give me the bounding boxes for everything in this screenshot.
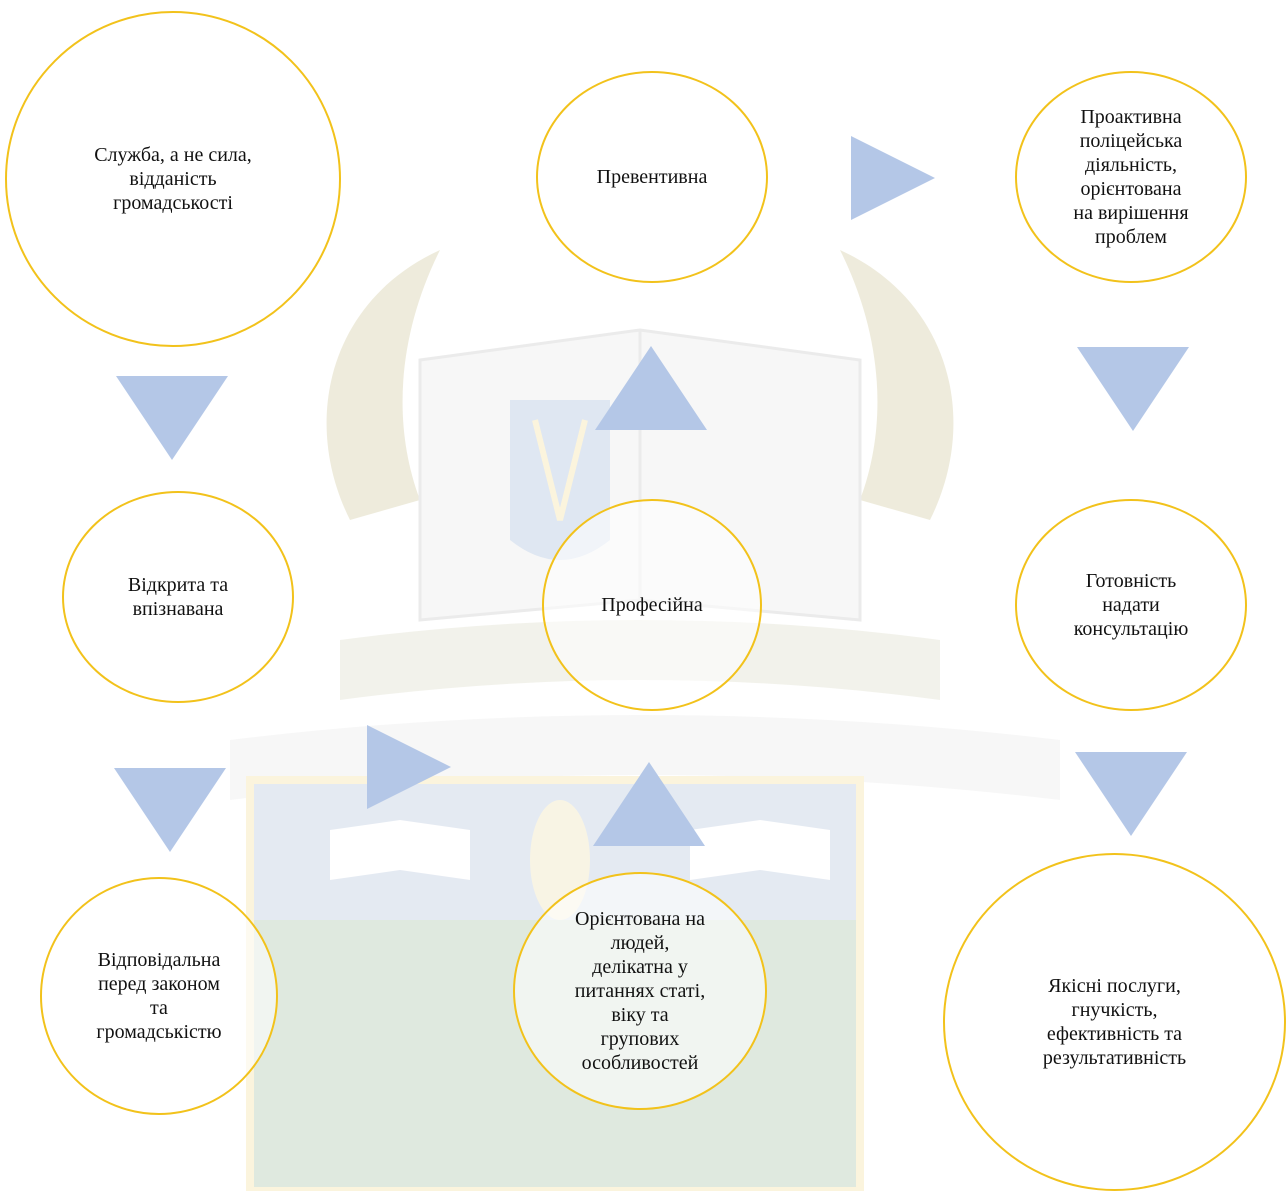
node-quality-label: Якісні послуги, гнучкість, ефективність …: [1042, 975, 1187, 1069]
node-proactive-label: Проактивна поліцейська діяльність, орієн…: [1073, 106, 1189, 248]
wreath-right-icon: [840, 250, 954, 520]
node-professional-label: Професійна: [601, 594, 703, 616]
node-readiness: Готовність надати консультацію: [1015, 499, 1247, 711]
arrow-professional-to-preventive-icon: [595, 346, 707, 430]
node-open-label: Відкрита та впізнавана: [127, 574, 229, 620]
node-accountable: Відповідальна перед законом та громадськ…: [40, 877, 278, 1115]
node-preventive-label: Превентивна: [596, 166, 708, 188]
arrow-readiness-to-quality-icon: [1075, 752, 1187, 836]
arrow-accountable-to-people-icon: [367, 725, 451, 809]
node-people: Орієнтована на людей, делікатна у питанн…: [513, 872, 767, 1110]
node-open: Відкрита та впізнавана: [62, 491, 294, 703]
node-service: Служба, а не сила, відданість громадсько…: [5, 11, 341, 347]
open-book-left-icon: [330, 820, 470, 880]
node-quality: Якісні послуги, гнучкість, ефективність …: [943, 853, 1286, 1191]
node-people-label: Орієнтована на людей, делікатна у питанн…: [574, 908, 706, 1074]
node-service-label: Служба, а не сила, відданість громадсько…: [94, 144, 252, 214]
node-professional: Професійна: [542, 499, 762, 711]
open-book-right-icon: [690, 820, 830, 880]
node-readiness-label: Готовність надати консультацію: [1073, 570, 1189, 640]
arrow-preventive-to-proactive-icon: [851, 136, 935, 220]
node-accountable-label: Відповідальна перед законом та громадськ…: [96, 949, 222, 1043]
arrow-service-to-open-icon: [116, 376, 228, 460]
arrow-open-to-accountable-icon: [114, 768, 226, 852]
wreath-left-icon: [326, 250, 440, 520]
arrow-people-to-professional-icon: [593, 762, 705, 846]
node-preventive: Превентивна: [536, 71, 768, 283]
node-proactive: Проактивна поліцейська діяльність, орієн…: [1015, 71, 1247, 283]
arrow-proactive-to-readiness-icon: [1077, 347, 1189, 431]
